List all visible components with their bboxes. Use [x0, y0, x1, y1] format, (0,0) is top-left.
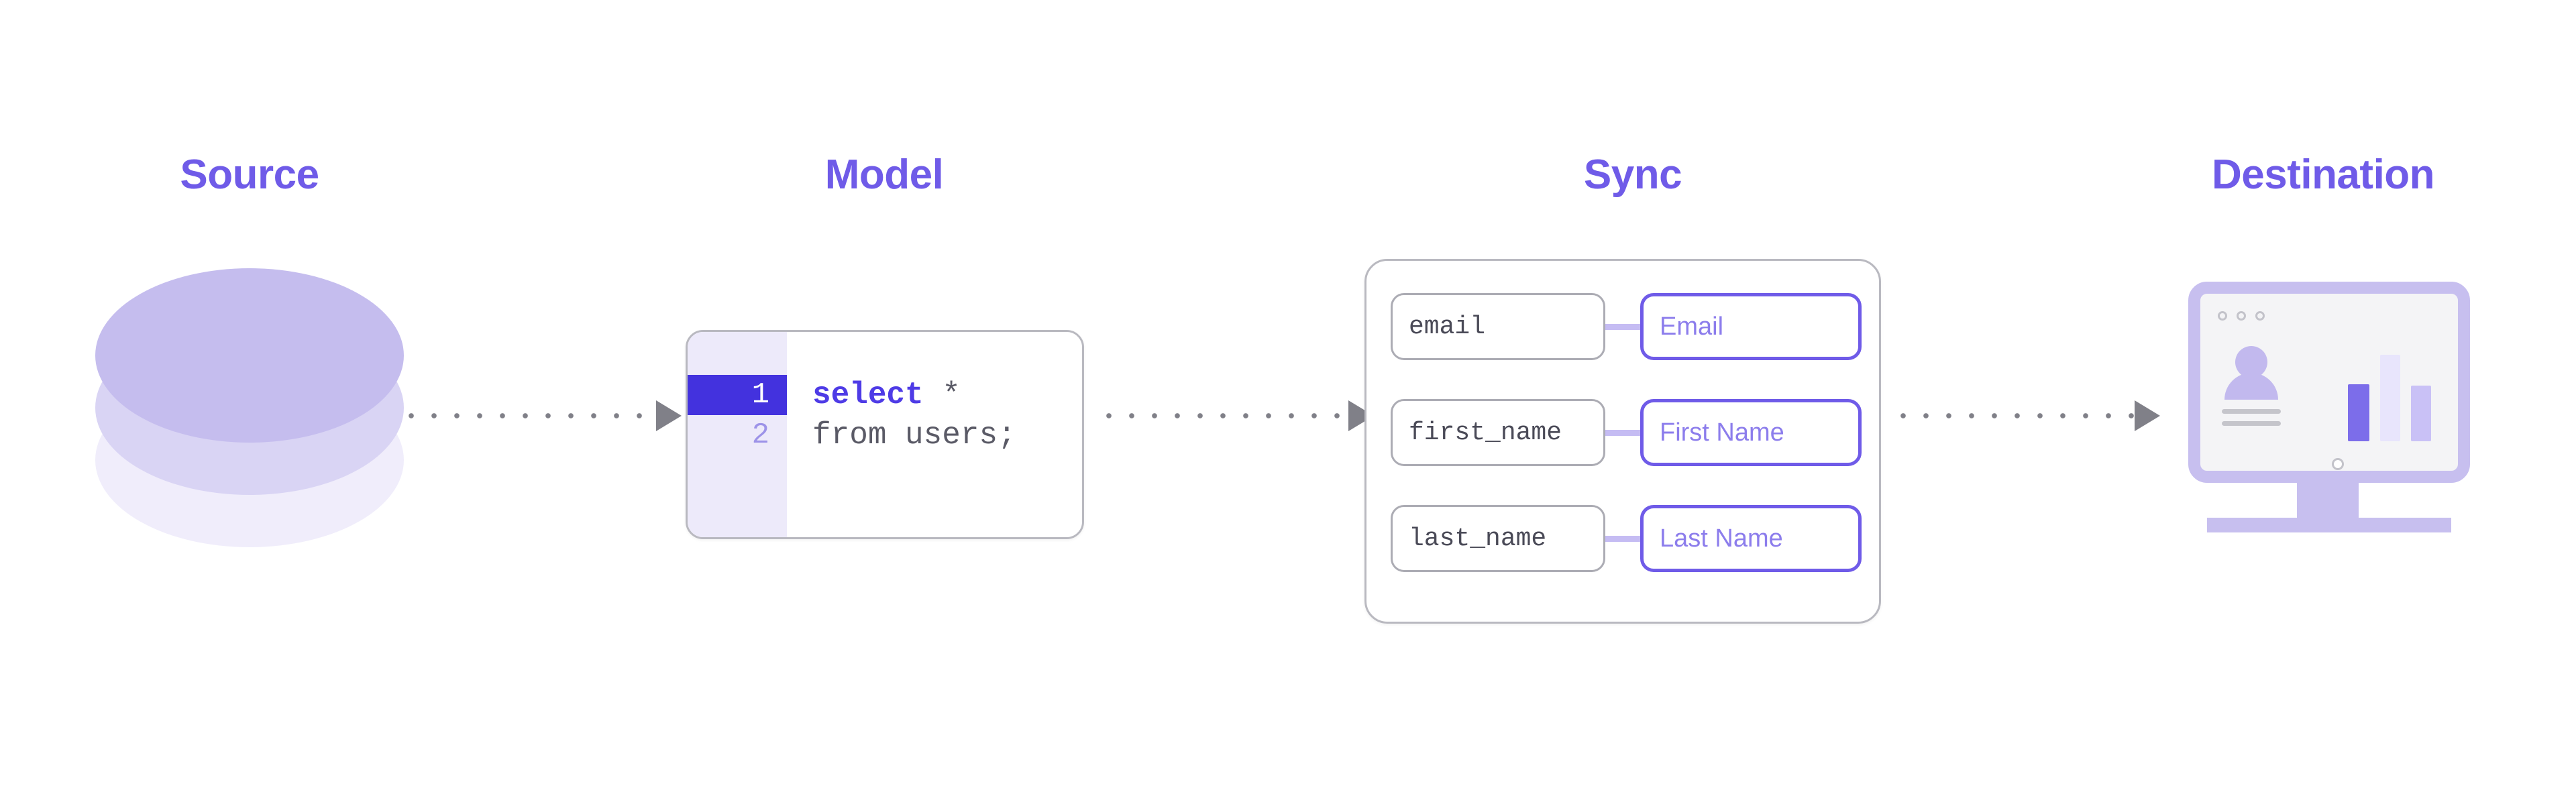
mapping-connector-line [1605, 323, 1640, 330]
sql-keyword: select [812, 378, 924, 412]
destination-field-box[interactable]: First Name [1640, 399, 1862, 466]
arrow-model-to-sync [1097, 400, 1374, 431]
arrow-head-icon [2135, 400, 2160, 431]
source-field-box[interactable]: last_name [1391, 505, 1605, 572]
arrow-source-to-model [400, 400, 682, 431]
database-disc-top [95, 268, 404, 443]
arrow-line [400, 411, 658, 420]
source-field-box[interactable]: first_name [1391, 399, 1605, 466]
window-dot-icon [2218, 311, 2227, 321]
monitor-stand-neck [2297, 481, 2359, 524]
arrow-head-icon [656, 400, 682, 431]
arrow-sync-to-destination [1892, 400, 2160, 431]
code-line-1-rest: * [923, 378, 961, 412]
code-line-1: select * [812, 375, 1082, 415]
monitor-stand-base [2207, 518, 2451, 532]
section-title-source: Source [180, 152, 319, 198]
gutter-line-number-2: 2 [751, 418, 769, 452]
chart-bar [2411, 386, 2431, 441]
monitor-screen [2188, 282, 2470, 483]
placeholder-text-line [2222, 409, 2281, 414]
database-icon [95, 268, 404, 577]
chart-bar [2380, 355, 2400, 441]
mapping-connector-line [1605, 535, 1640, 542]
code-editor[interactable]: 1 2 select * from users; [686, 330, 1084, 539]
monitor-indicator-icon [2332, 458, 2344, 470]
source-field-box[interactable]: email [1391, 293, 1605, 360]
sync-field-mapping-panel: email Email first_name First Name last_n… [1364, 259, 1881, 624]
arrow-line [1097, 411, 1350, 420]
section-title-sync: Sync [1583, 152, 1682, 198]
code-line-2-rest: from users; [812, 418, 1016, 453]
monitor-icon [2188, 282, 2470, 550]
destination-field-box[interactable]: Last Name [1640, 505, 1862, 572]
mapping-row: first_name First Name [1366, 395, 1879, 470]
window-dot-icon [2237, 311, 2246, 321]
chart-bar [2348, 384, 2369, 441]
section-title-destination: Destination [2211, 152, 2435, 198]
mapping-row: email Email [1366, 289, 1879, 364]
mapping-connector-line [1605, 429, 1640, 436]
editor-gutter: 1 2 [688, 332, 787, 537]
avatar-icon-body [2224, 373, 2278, 400]
code-line-2: from users; [812, 415, 1082, 455]
gutter-line-number-1: 1 [688, 375, 787, 415]
destination-field-box[interactable]: Email [1640, 293, 1862, 360]
mapping-row: last_name Last Name [1366, 501, 1879, 576]
window-dot-icon [2255, 311, 2265, 321]
editor-code-area[interactable]: select * from users; [787, 332, 1082, 537]
arrow-line [1892, 411, 2137, 420]
placeholder-text-line [2222, 421, 2281, 426]
section-title-model: Model [824, 152, 944, 198]
